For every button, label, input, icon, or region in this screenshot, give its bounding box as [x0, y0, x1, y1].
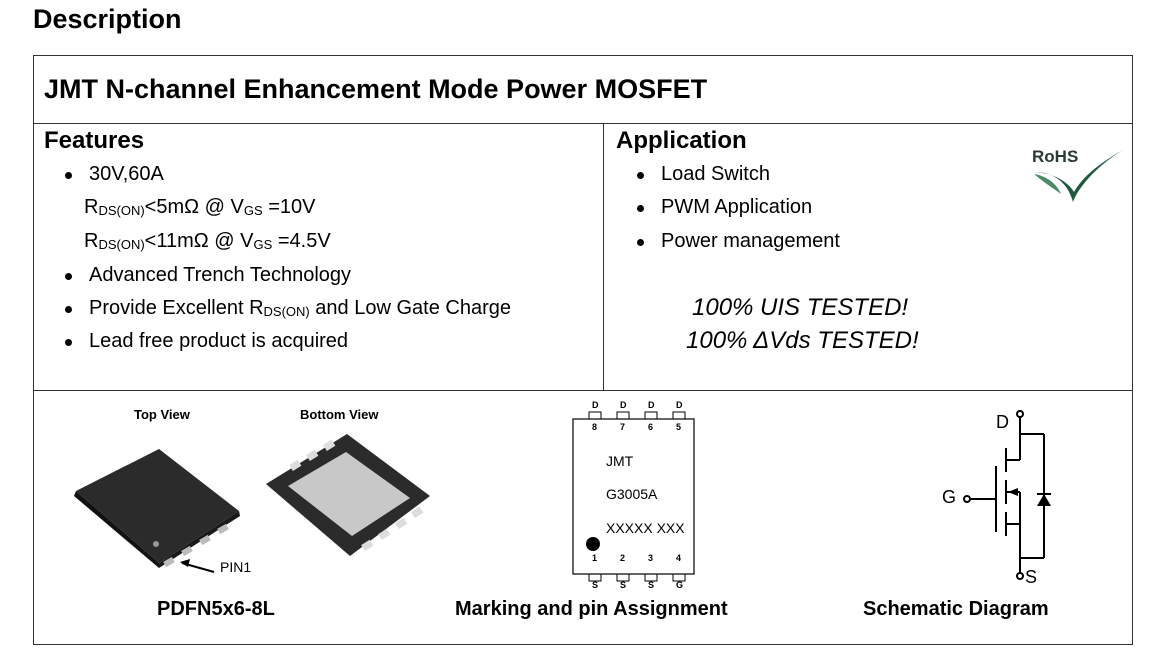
marking-bottom-num-3: 3	[648, 553, 654, 563]
pin1-label: PIN1	[220, 559, 252, 575]
uis-tested-note: 100% UIS TESTED!	[692, 294, 909, 321]
bullet	[637, 205, 644, 212]
schematic-gate-label: G	[942, 487, 957, 507]
mosfet-schematic-icon	[963, 410, 1051, 580]
bullet	[637, 239, 644, 246]
application-item-power-management: Power management	[661, 230, 840, 252]
feature-rds-10v: RDS(ON)<5mΩ @ VGS =10V	[84, 196, 316, 218]
product-title: JMT N-channel Enhancement Mode Power MOS…	[44, 74, 708, 104]
marking-top-pin-1: D	[592, 400, 599, 410]
marking-top-pin-4: D	[676, 400, 683, 410]
feature-lead-free: Lead free product is acquired	[89, 330, 349, 352]
feature-voltage-current: 30V,60A	[89, 163, 164, 185]
svg-text:RoHS: RoHS	[1032, 147, 1078, 166]
marking-line-part: G3005A	[606, 486, 658, 502]
marking-bottom-pin-2: S	[620, 580, 627, 590]
section-heading: Description	[33, 4, 182, 34]
schematic-caption: Schematic Diagram	[863, 598, 1049, 620]
rohs-logo-icon: RoHS	[1032, 147, 1125, 202]
application-item-load-switch: Load Switch	[661, 163, 770, 185]
package-top-view-icon	[74, 449, 240, 573]
feature-trench: Advanced Trench Technology	[89, 264, 352, 286]
bottom-view-label: Bottom View	[300, 407, 379, 422]
feature-rds-gate-charge: Provide Excellent RDS(ON) and Low Gate C…	[89, 297, 511, 319]
marking-caption: Marking and pin Assignment	[455, 598, 728, 620]
features-application-row: Features 30V,60A RDS(ON)<5mΩ @ VGS =10V …	[34, 124, 1132, 391]
marking-top-pin-3: D	[648, 400, 655, 410]
column-divider	[603, 124, 604, 390]
description-table: JMT N-channel Enhancement Mode Power MOS…	[33, 55, 1133, 645]
package-bottom-view-icon	[266, 434, 430, 556]
marking-bottom-pin-4: G	[676, 580, 684, 590]
marking-top-num-8: 8	[592, 422, 598, 432]
marking-bottom-pin-1: S	[592, 580, 599, 590]
bullet	[65, 306, 72, 313]
marking-bottom-num-1: 1	[592, 553, 598, 563]
feature-rds-4v5: RDS(ON)<11mΩ @ VGS =4.5V	[84, 230, 331, 252]
vds-tested-note: 100% ΔVds TESTED!	[686, 327, 919, 354]
marking-bottom-num-4: 4	[676, 553, 682, 563]
marking-top-num-5: 5	[676, 422, 682, 432]
top-view-label: Top View	[134, 407, 190, 422]
package-caption: PDFN5x6-8L	[157, 598, 275, 620]
marking-line-code: XXXXX XXX	[606, 520, 685, 536]
marking-bottom-pin-3: S	[648, 580, 655, 590]
marking-line-brand: JMT	[606, 453, 634, 469]
marking-bottom-num-2: 2	[620, 553, 626, 563]
bullet	[65, 172, 72, 179]
schematic-drain-label: D	[996, 412, 1009, 432]
bullet	[637, 172, 644, 179]
application-item-pwm: PWM Application	[661, 196, 813, 218]
schematic-source-label: S	[1025, 567, 1038, 587]
marking-diagram	[572, 411, 695, 582]
marking-top-num-6: 6	[648, 422, 654, 432]
marking-top-num-7: 7	[620, 422, 626, 432]
bullet	[65, 339, 72, 346]
marking-top-pin-2: D	[620, 400, 627, 410]
title-row: JMT N-channel Enhancement Mode Power MOS…	[34, 56, 1132, 124]
features-header: Features	[44, 127, 145, 154]
application-header: Application	[616, 127, 747, 154]
bullet	[65, 273, 72, 280]
